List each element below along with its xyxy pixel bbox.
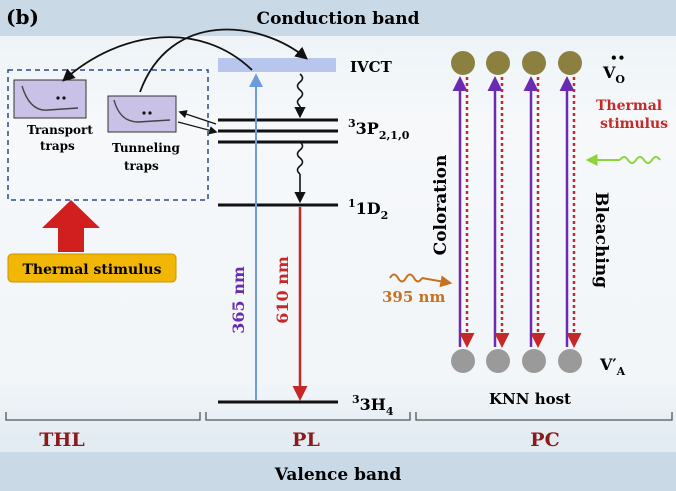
oxygen-vacancy-1 xyxy=(451,51,475,75)
thl-bracket xyxy=(5,412,201,421)
vo-dots: •• xyxy=(610,51,625,65)
level-3p-label: 33P2,1,0 xyxy=(348,117,410,142)
pc-columns xyxy=(451,51,582,373)
tunneling-traps-line1: Tunneling xyxy=(112,141,180,155)
green-thermal-wave xyxy=(619,156,661,164)
va-label: V′A xyxy=(599,355,626,378)
conduction-band-label: Conduction band xyxy=(257,9,420,29)
emission-610-label: 610 nm xyxy=(273,256,292,324)
bleaching-label: Bleaching xyxy=(591,192,611,288)
ivct-to-transport-arrow xyxy=(62,36,253,82)
conduction-band-area xyxy=(0,0,676,36)
tunneling-to-3p-arrow xyxy=(177,121,218,135)
ivct-label: IVCT xyxy=(350,58,393,76)
panel-label: (b) xyxy=(6,5,39,29)
thermal-stimulus-arrow xyxy=(42,200,100,252)
thl-section-label: THL xyxy=(39,429,84,451)
transport-trap-icon xyxy=(13,79,87,119)
pc-section-label: PC xyxy=(530,429,559,451)
a-site-vacancy-1 xyxy=(451,349,475,373)
thermal-stimulus-box xyxy=(7,253,177,283)
transport-traps-line2: traps xyxy=(40,139,75,153)
tunneling-to-ivct-arrow xyxy=(139,28,308,93)
excitation-365-label: 365 nm xyxy=(229,266,248,334)
3p-to-tunneling-arrow xyxy=(178,110,217,125)
transport-traps-line1: Transport xyxy=(27,123,93,137)
a-site-vacancy-4 xyxy=(558,349,582,373)
oxygen-vacancy-2 xyxy=(486,51,510,75)
pc-thermal-line1: Thermal xyxy=(596,98,662,114)
trap-box xyxy=(7,69,209,201)
pc-thermal-line2: stimulus xyxy=(600,116,668,132)
vo-label: VO xyxy=(602,63,625,86)
excitation-395-label: 395 nm xyxy=(382,288,445,306)
level-3h4-label: 33H4 xyxy=(352,393,394,418)
relax-wave-2 xyxy=(296,141,304,175)
thermal-stimulus-label: Thermal stimulus xyxy=(23,262,162,278)
oxygen-vacancy-3 xyxy=(522,51,546,75)
relax-wave-1 xyxy=(296,73,304,107)
pl-section-label: PL xyxy=(292,429,320,451)
coloration-label: Coloration xyxy=(431,155,451,256)
tunneling-trap-icon xyxy=(107,95,177,133)
pl-bracket xyxy=(205,412,411,421)
pc-bracket xyxy=(415,412,673,421)
orange-395-wave xyxy=(389,273,423,283)
valence-band-area xyxy=(0,452,676,491)
orange-395-arrow xyxy=(421,275,453,288)
valence-band-label: Valence band xyxy=(274,465,402,485)
ivct-level xyxy=(218,58,336,72)
a-site-vacancy-2 xyxy=(486,349,510,373)
tunneling-traps-line2: traps xyxy=(124,159,159,173)
knn-host-label: KNN host xyxy=(489,390,571,408)
level-1d2-label: 11D2 xyxy=(348,197,388,222)
a-site-vacancy-3 xyxy=(522,349,546,373)
oxygen-vacancy-4 xyxy=(558,51,582,75)
